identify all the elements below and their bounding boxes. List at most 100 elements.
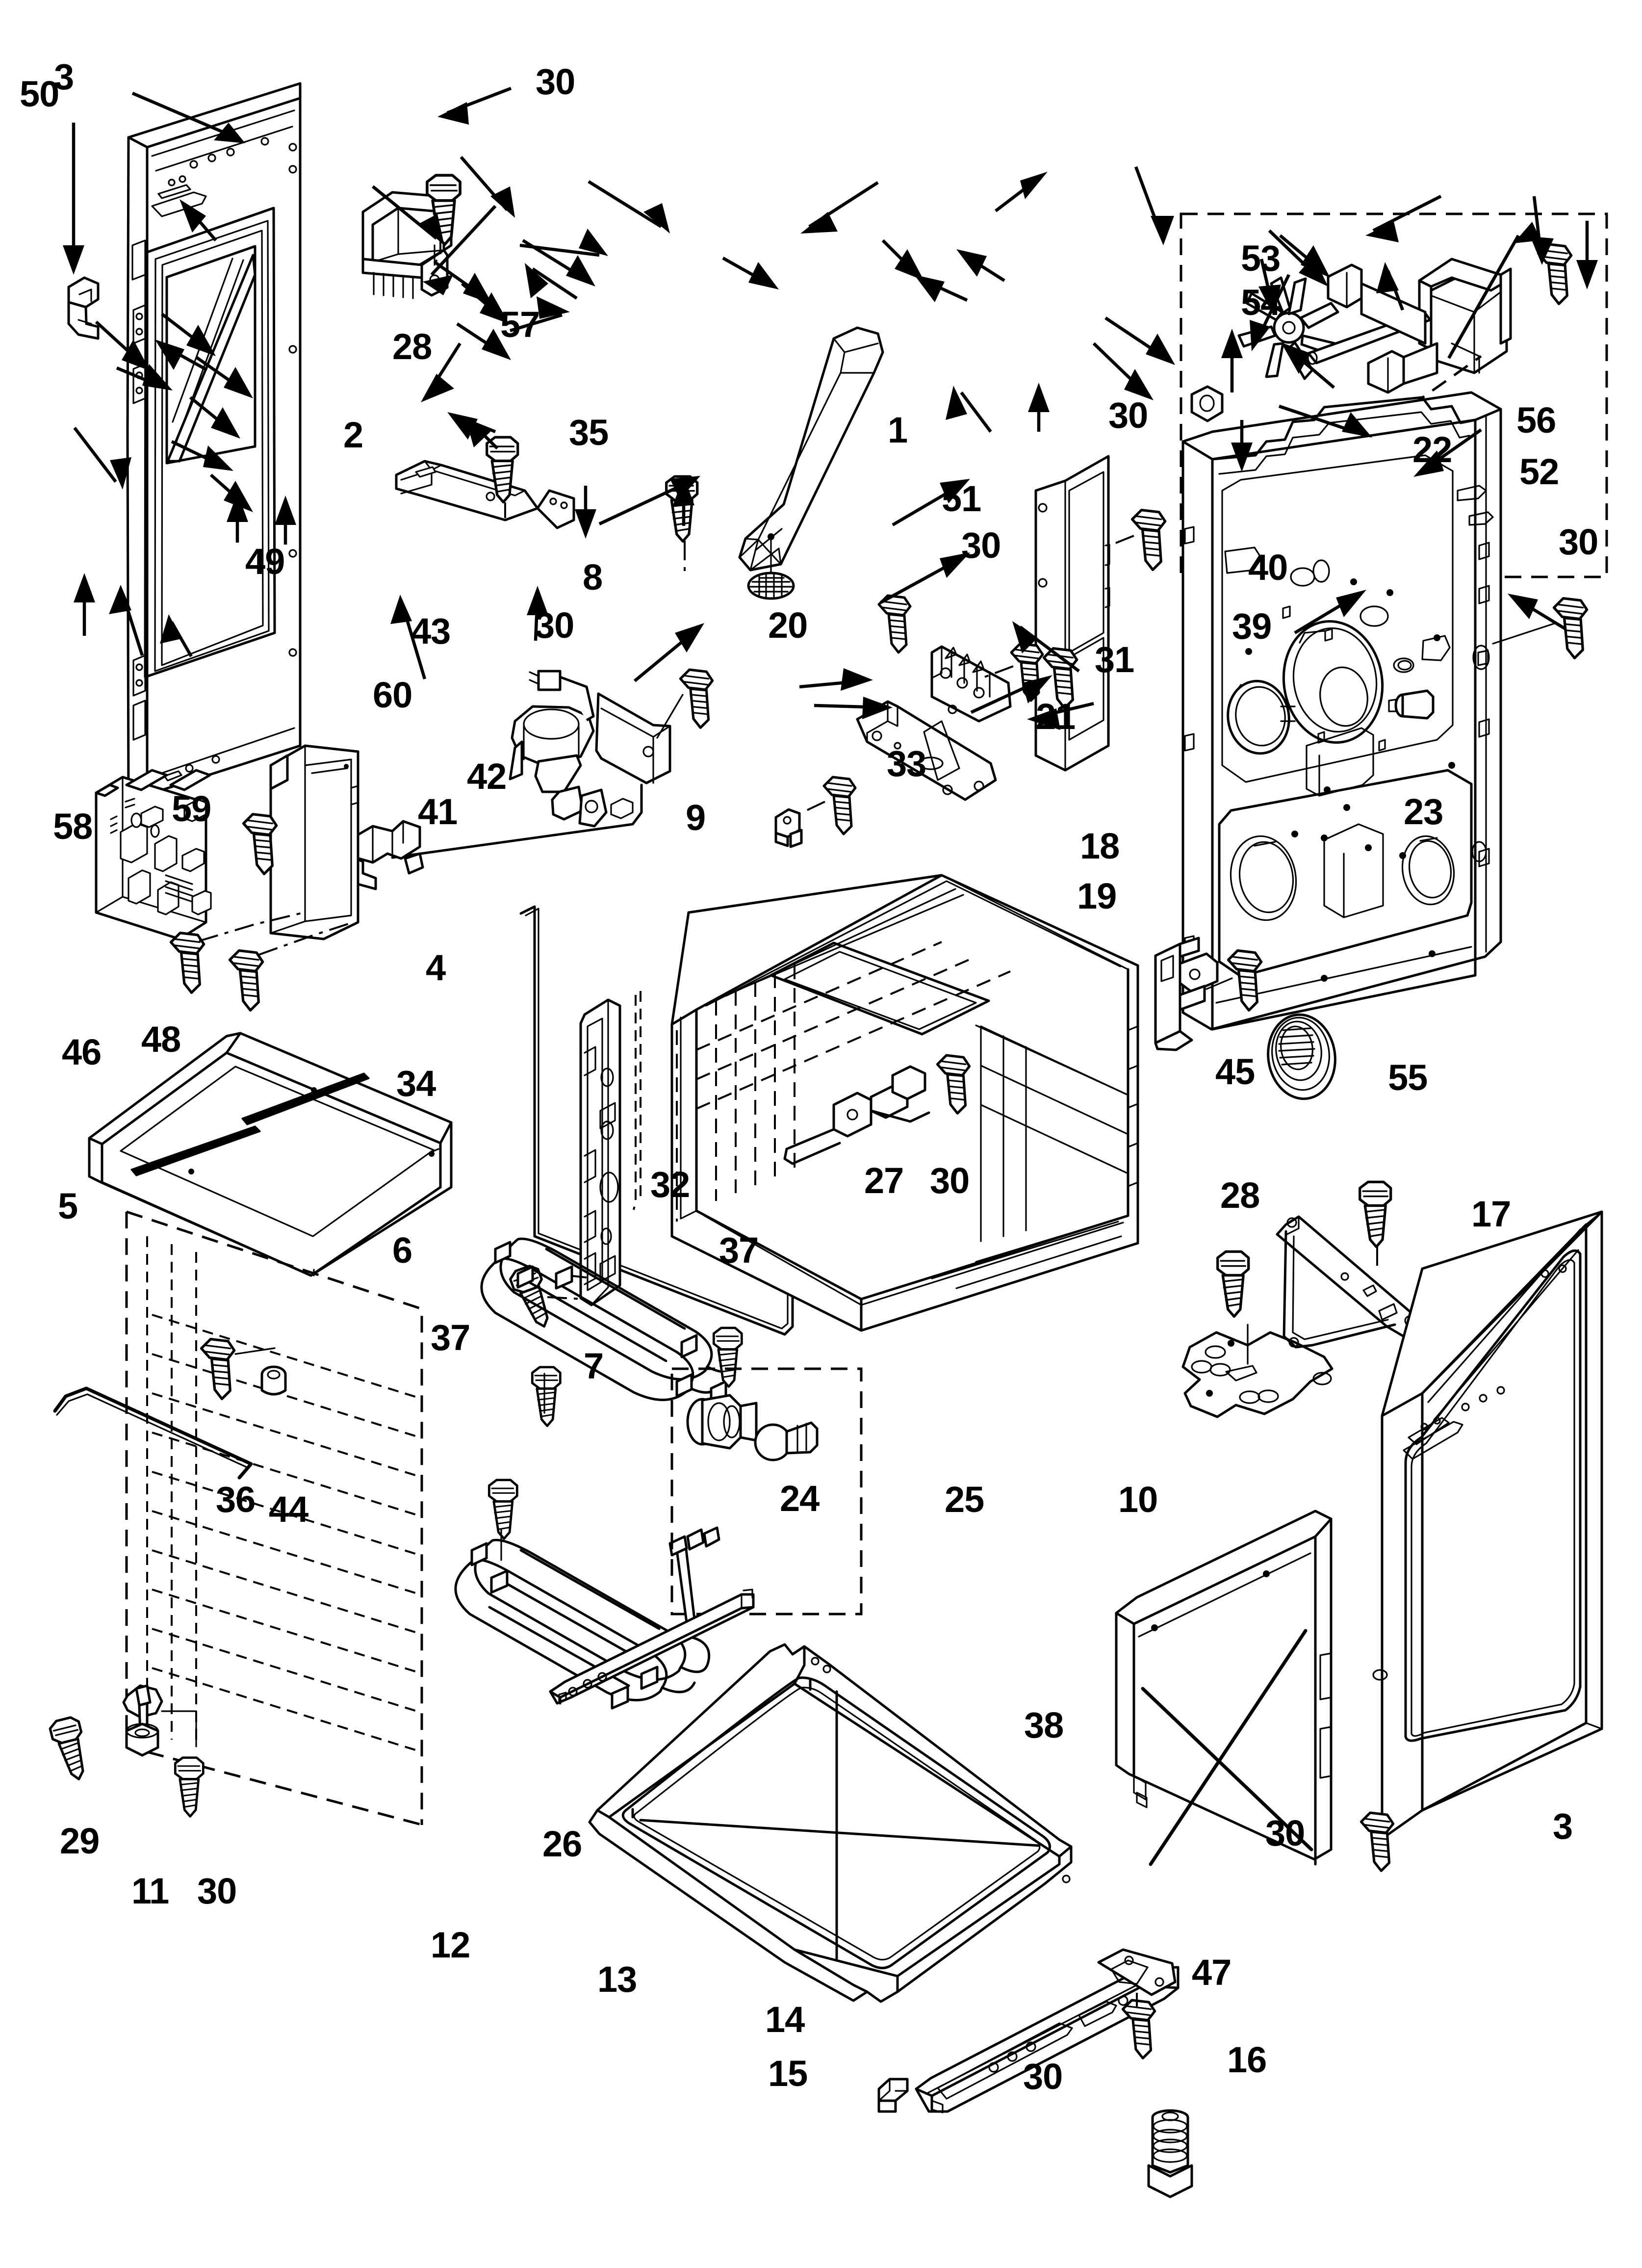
part-36-screw [202,1339,234,1399]
callout-10: 10 [1118,1479,1158,1520]
callout-39: 39 [1232,606,1272,647]
part-8-grommet [747,572,795,600]
callout-14: 14 [765,1999,805,2040]
callout-24: 24 [780,1478,820,1519]
part-37-screw-a [714,1328,742,1387]
callout-57: 57 [500,304,540,345]
callout-4: 4 [426,947,446,988]
callout-29: 29 [60,1821,100,1861]
part-59-screw [244,814,277,874]
callout-30-cover: 30 [1108,395,1148,436]
callout-34: 34 [396,1063,436,1104]
callout-22: 22 [1412,429,1452,470]
callout-31: 31 [1095,639,1134,680]
part-52-fan-motor [1307,258,1512,394]
part-46-main-top [88,1032,453,1277]
part-15-drawer-slide [915,1948,1180,2113]
callout-7: 7 [584,1346,604,1386]
part-30-screw-thermostat [680,670,712,728]
callout-37-b: 37 [431,1317,470,1358]
part-29-screw [49,1716,92,1783]
part-2-bracket [395,460,575,529]
part-13-broiler-pan [588,1643,1073,2003]
callout-30-bottom: 30 [1265,1813,1305,1853]
callout-51: 51 [942,478,981,519]
callout-18: 18 [1080,826,1120,866]
part-44-spacer [260,1365,287,1396]
callout-52: 52 [1519,451,1559,492]
part-30-screw-backpanel [1554,599,1587,658]
callout-40: 40 [1248,547,1288,588]
callout-59: 59 [172,788,211,829]
part-38-bottom-panel [1115,1510,1333,1866]
part-37-screw-b [532,1367,560,1426]
callout-19: 19 [1077,876,1117,916]
part-16-leveling-leg [1147,2109,1193,2198]
callout-47: 47 [1192,1952,1232,1993]
part-33-clip [774,808,803,848]
part-41-clip [348,820,424,890]
callout-11: 11 [131,1871,169,1911]
part-14-drawer-clip [877,2078,909,2113]
part-24-light-lens [686,1394,758,1450]
callout-26: 26 [542,1824,582,1864]
part-30-screw-foot [175,1758,203,1817]
callout-16: 16 [1227,2039,1267,2080]
callout-32: 32 [650,1164,690,1205]
part-54-nut [1190,385,1224,422]
callout-20: 20 [768,605,808,646]
callout-30-backpanel: 30 [1559,521,1598,562]
part-door-panel-right [1372,1210,1603,1840]
callout-48: 48 [141,1019,181,1060]
callout-46: 46 [62,1032,102,1072]
callout-50: 50 [20,74,59,114]
part-50-door-clip [67,276,100,340]
part-1-door-handle [738,326,884,580]
part-30-screw-slide [1123,2000,1155,2058]
part-17-hinge-arm [1276,1215,1419,1349]
callout-36: 36 [216,1479,256,1520]
part-34-side-bracket [579,998,621,1306]
callout-30-thermostat: 30 [535,605,574,646]
callout-21: 21 [1036,696,1076,737]
part-6-broil-element [480,1237,737,1405]
callout-35: 35 [569,412,609,453]
part-48-screw-a [171,933,204,993]
callout-8: 8 [583,557,603,598]
part-43-thermostat [509,670,671,828]
part-21-terminal-block [930,645,1012,723]
callout-23: 23 [1404,791,1443,832]
opening-39 [1227,679,1296,755]
opening-40 [1282,620,1384,744]
callout-27: 27 [864,1160,904,1201]
callout-54: 54 [1241,282,1281,323]
callout-30-element: 30 [930,1160,970,1201]
callout-13: 13 [597,1959,637,2000]
callout-33: 33 [887,743,926,784]
part-60-cover-shield [269,744,359,940]
callout-30-foot: 30 [197,1871,237,1911]
part-11-leveling-foot [122,1684,163,1757]
callout-25: 25 [945,1479,984,1520]
callout-12: 12 [431,1925,470,1965]
callout-28-hinge: 28 [1220,1175,1260,1216]
part-55-vent-cap [1267,1013,1336,1100]
part-back-panel-chassis [1181,391,1502,1031]
part-18-19-latch-bracket [1154,937,1219,1051]
part-33-screw [824,777,855,834]
callout-30-transformer: 30 [536,61,575,102]
callout-5: 5 [58,1186,78,1226]
callout-53: 53 [1241,238,1281,279]
callout-3-left: 3 [54,56,74,97]
callout-44: 44 [269,1489,308,1530]
arrowheads [63,102,1598,730]
callout-37-a: 37 [719,1230,759,1271]
part-27-element-terminal [783,1065,930,1165]
callout-55: 55 [1388,1057,1428,1098]
part-37-screw-c [489,1480,517,1539]
part-48-screw-b [230,951,263,1011]
callout-45: 45 [1215,1051,1255,1092]
callout-2: 2 [343,415,363,455]
